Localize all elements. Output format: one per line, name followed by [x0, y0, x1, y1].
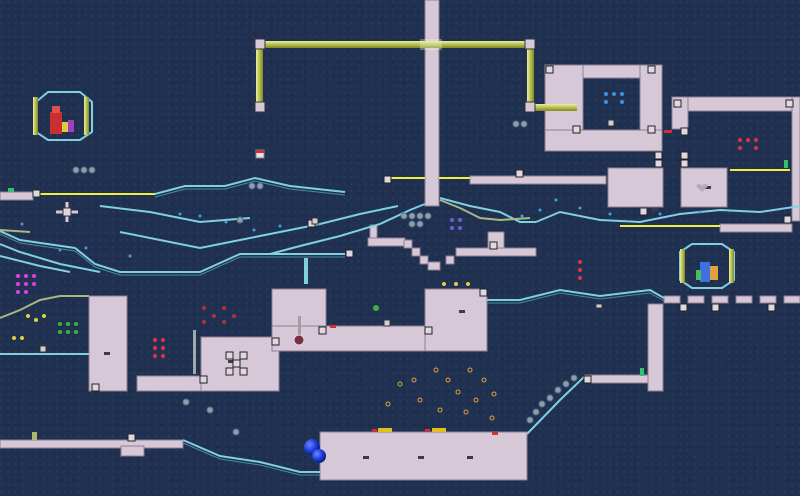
- central-pillar: [424, 0, 440, 207]
- spike-enemy: [293, 334, 305, 346]
- purple-items: [450, 218, 462, 230]
- tube-network: [256, 39, 577, 111]
- right-pillar: [647, 303, 664, 392]
- orange-ring-items: [385, 367, 497, 421]
- center-block-right: [424, 288, 488, 352]
- stair-steps: [403, 239, 455, 271]
- dark-red-items: [202, 306, 236, 324]
- red-items: [153, 138, 758, 358]
- wall-blocks: [0, 0, 800, 481]
- start-cage: [33, 91, 93, 141]
- small-props: [39, 119, 708, 353]
- middle-block-a: [607, 167, 664, 208]
- spinner-cross: [56, 202, 78, 222]
- laser-beams: [38, 169, 790, 227]
- stair-block-mid: [200, 336, 280, 392]
- right-rail-ledge: [719, 223, 793, 233]
- right-column: [791, 96, 800, 222]
- left-pillar: [88, 295, 128, 392]
- exit-cage: [679, 243, 735, 289]
- magenta-items: [16, 274, 36, 294]
- green-items: [58, 305, 379, 334]
- bubbles: [72, 120, 578, 436]
- player-robot: [50, 112, 62, 134]
- hazard-strips: [256, 130, 672, 435]
- blue-balls: [304, 439, 326, 463]
- rail-tracks: [0, 176, 800, 473]
- left-edge-stub: [0, 191, 34, 201]
- center-mechanism: [225, 351, 248, 376]
- right-block-row: [663, 295, 800, 304]
- blue-items: [20, 198, 702, 258]
- yellow-items: [12, 282, 470, 340]
- small-ledge-a: [367, 237, 406, 247]
- rail-tracks-shadow: [0, 180, 665, 476]
- green-markers: [8, 160, 788, 440]
- block-details: [104, 186, 711, 459]
- blue-crystal-cluster: [604, 92, 624, 104]
- bottom-left-step: [120, 445, 145, 457]
- right-ledge: [584, 374, 649, 384]
- upper-ledge: [469, 175, 607, 185]
- tube-joints: [254, 38, 536, 113]
- right-top-beam: [671, 96, 800, 112]
- bottom-left-floor: [0, 439, 184, 449]
- vertical-springs: [193, 258, 308, 374]
- olive-rails: [0, 199, 531, 319]
- frame-block-bottom: [544, 129, 663, 152]
